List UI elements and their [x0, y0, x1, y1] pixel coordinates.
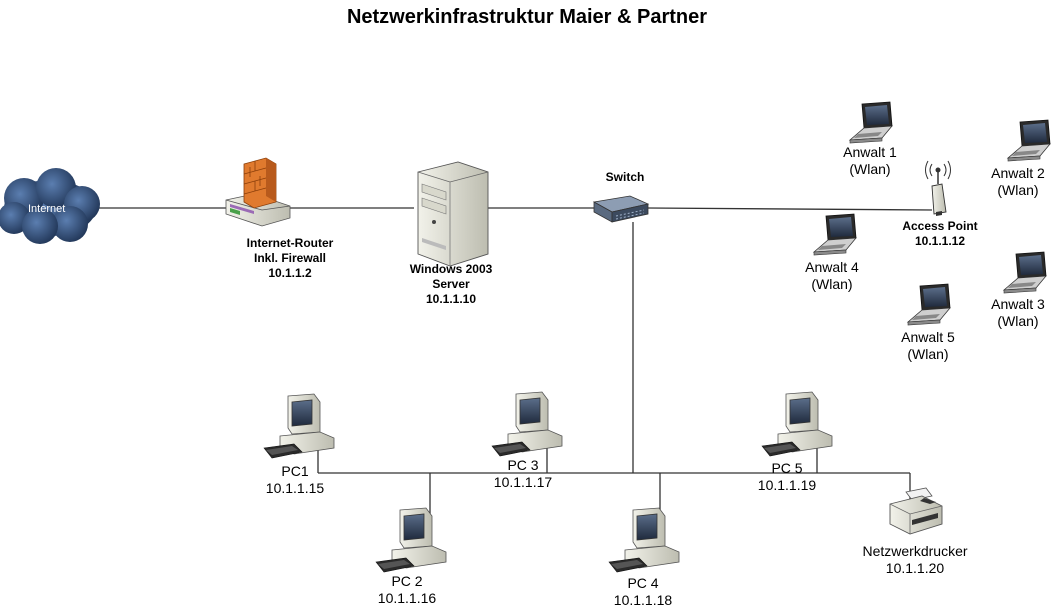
pc3-label: PC 3 10.1.1.17	[493, 457, 553, 490]
anwalt4-label: Anwalt 4 (Wlan)	[805, 259, 859, 292]
server-icon	[417, 161, 489, 267]
pc-icon-pc1	[263, 393, 335, 459]
pc-icon-pc3	[491, 391, 563, 457]
access-point-label: Access Point 10.1.1.12	[902, 219, 978, 248]
pc-icon-pc2	[375, 507, 447, 573]
diagram-title: Netzwerkinfrastruktur Maier & Partner	[346, 6, 708, 28]
pc5-label: PC 5 10.1.1.19	[757, 460, 817, 493]
pc-icon-pc5	[761, 391, 833, 457]
access-point-icon	[925, 160, 951, 216]
internet-label: Internet	[28, 203, 65, 215]
printer-icon	[889, 487, 943, 535]
pc1-label: PC1 10.1.1.15	[265, 463, 325, 496]
laptop-icon-anwalt1	[849, 101, 893, 144]
internet-cloud-icon: Internet	[0, 168, 100, 244]
pc2-label: PC 2 10.1.1.16	[377, 573, 437, 606]
anwalt2-label: Anwalt 2 (Wlan)	[991, 165, 1045, 198]
server-label: Windows 2003 Server 10.1.1.10	[409, 262, 493, 306]
switch-icon	[592, 195, 650, 223]
switch-label: Switch	[605, 170, 645, 184]
pc-icon-pc4	[608, 507, 680, 573]
pc4-label: PC 4 10.1.1.18	[613, 575, 673, 608]
printer-label: Netzwerkdrucker 10.1.1.20	[862, 543, 968, 576]
router-firewall-icon	[225, 157, 291, 227]
anwalt3-label: Anwalt 3 (Wlan)	[991, 296, 1045, 329]
anwalt5-label: Anwalt 5 (Wlan)	[901, 329, 955, 362]
laptop-icon-anwalt2	[1007, 119, 1051, 162]
router-label: Internet-Router Inkl. Firewall 10.1.1.2	[246, 236, 334, 280]
laptop-icon-anwalt3	[1003, 251, 1047, 294]
laptop-icon-anwalt5	[907, 283, 951, 326]
laptop-icon-anwalt4	[813, 213, 857, 256]
anwalt1-label: Anwalt 1 (Wlan)	[843, 144, 897, 177]
